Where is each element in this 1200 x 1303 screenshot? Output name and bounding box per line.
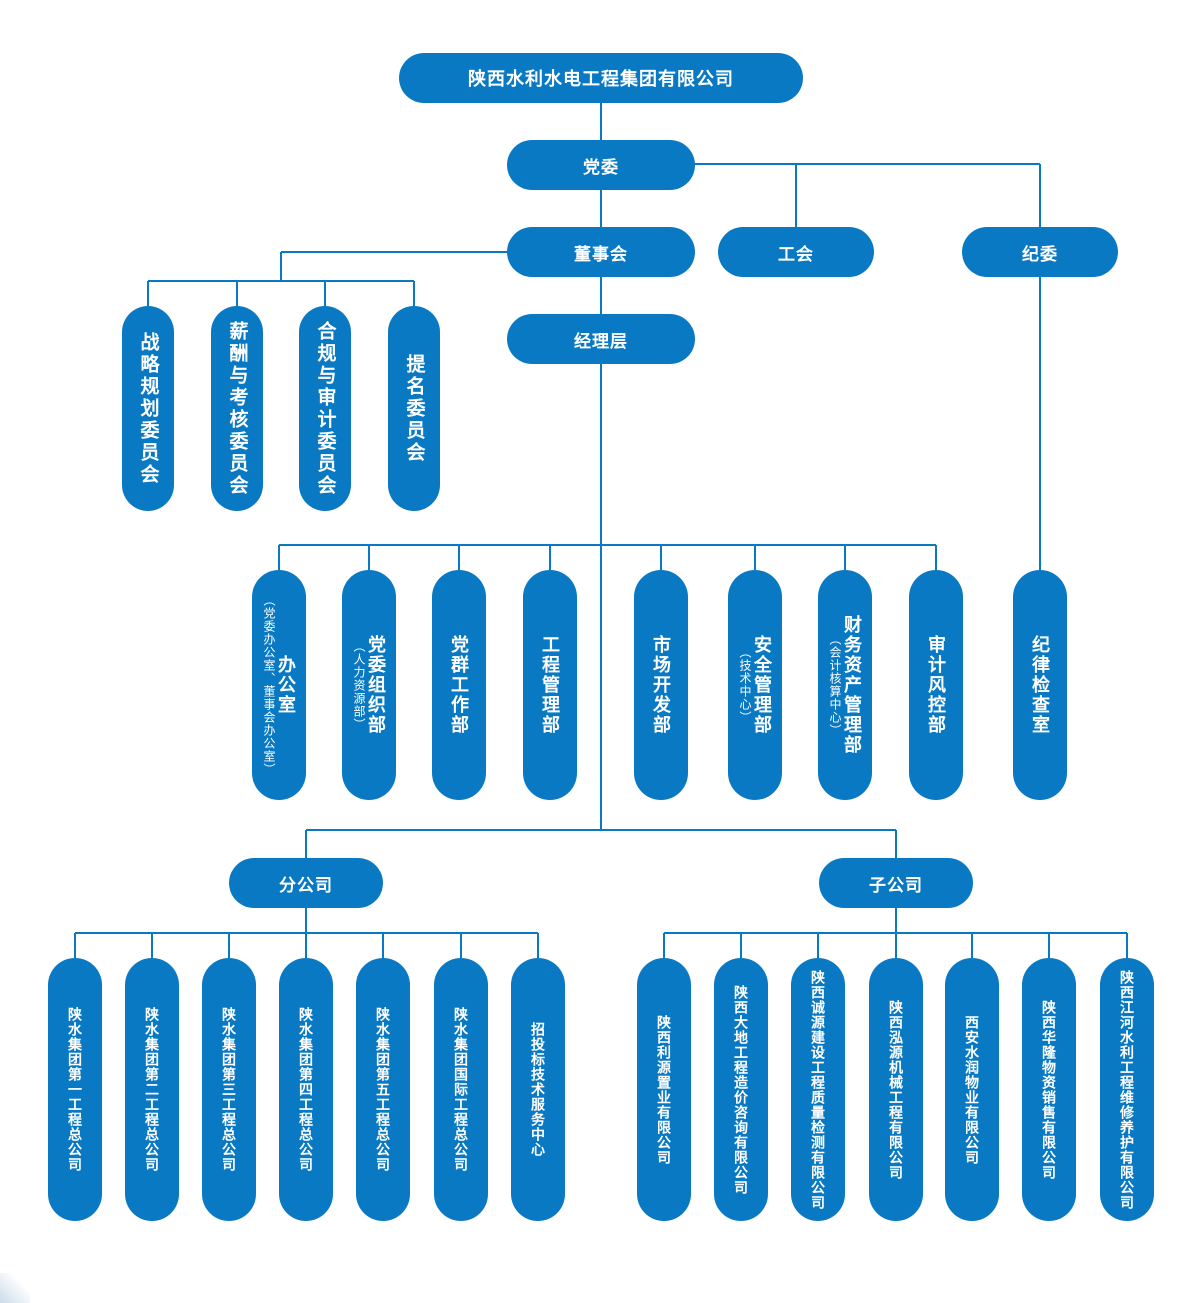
management-label: 经理层	[574, 331, 628, 351]
board-label: 董事会	[574, 244, 628, 264]
union-label: 工会	[778, 244, 814, 264]
dept-party-work: 党群工作部	[432, 570, 486, 800]
branch-item-label: 陕水集团第一工程总公司	[67, 1007, 83, 1172]
dept-name: 安全管理部	[752, 635, 772, 735]
committee-compliance: 合规与审计委员会	[299, 306, 351, 511]
dept-name: 审计风控部	[926, 635, 946, 735]
branch-item: 陕水集团第二工程总公司	[125, 958, 179, 1221]
board-box: 董事会	[507, 227, 695, 277]
subsidiary-item-label: 陕西泓源机械工程有限公司	[888, 999, 904, 1180]
branch-item-label: 陕水集团第二工程总公司	[144, 1007, 160, 1172]
dept-name: 党委组织部	[366, 635, 386, 735]
branch-item-label: 招投标技术服务中心	[530, 1022, 546, 1157]
party-committee-label: 党委	[583, 157, 619, 177]
dept-note: （技术中心）	[738, 646, 752, 724]
dept-safety: 安全管理部 （技术中心）	[728, 570, 782, 800]
branch-item-label: 陕水集团第五工程总公司	[375, 1007, 391, 1172]
committee-compensation: 薪酬与考核委员会	[211, 306, 263, 511]
discipline-office: 纪律检查室	[1013, 570, 1067, 800]
management-box: 经理层	[507, 314, 695, 364]
dept-note: （人力资源部）	[352, 639, 366, 731]
dept-engineering: 工程管理部	[523, 570, 577, 800]
party-committee-box: 党委	[507, 140, 695, 190]
company-label: 陕西水利水电工程集团有限公司	[468, 69, 734, 89]
branch-item: 招投标技术服务中心	[511, 958, 565, 1221]
dept-name: 党群工作部	[449, 635, 469, 735]
subsidiary-item: 陕西诚源建设工程质量检测有限公司	[791, 958, 845, 1221]
dept-note: （党委办公室、董事会办公室）	[262, 594, 276, 776]
committee-nomination: 提名委员会	[388, 306, 440, 511]
committee-label: 薪酬与考核委员会	[226, 320, 248, 497]
discipline-committee-label: 纪委	[1022, 244, 1058, 264]
committee-strategy: 战略规划委员会	[122, 306, 174, 511]
branch-item: 陕水集团第五工程总公司	[356, 958, 410, 1221]
subsidiary-item-label: 陕西利源置业有限公司	[656, 1014, 672, 1165]
branch-item: 陕水集团国际工程总公司	[434, 958, 488, 1221]
branch-item: 陕水集团第一工程总公司	[48, 958, 102, 1221]
subsidiary-item: 陕西大地工程造价咨询有限公司	[714, 958, 768, 1221]
subsidiary-item: 陕西泓源机械工程有限公司	[869, 958, 923, 1221]
dept-note: （会计核算中心）	[828, 633, 842, 737]
dept-audit: 审计风控部	[909, 570, 963, 800]
branch-item-label: 陕水集团第三工程总公司	[221, 1007, 237, 1172]
subsidiary-box: 子公司	[819, 858, 973, 908]
discipline-committee-box: 纪委	[962, 227, 1118, 277]
committee-label: 提名委员会	[403, 353, 425, 464]
dept-name: 办公室	[276, 655, 296, 715]
dept-name: 市场开发部	[651, 635, 671, 735]
dept-market: 市场开发部	[634, 570, 688, 800]
dept-name: 工程管理部	[540, 635, 560, 735]
company-box: 陕西水利水电工程集团有限公司	[399, 53, 803, 103]
discipline-office-label: 纪律检查室	[1030, 635, 1050, 735]
branch-item-label: 陕水集团第四工程总公司	[298, 1007, 314, 1172]
subsidiary-item: 陕西江河水利工程维修养护有限公司	[1100, 958, 1154, 1221]
subsidiary-item-label: 陕西华隆物资销售有限公司	[1041, 999, 1057, 1180]
corner-decoration	[0, 1273, 30, 1303]
subsidiary-item-label: 西安水润物业有限公司	[964, 1014, 980, 1165]
branch-item: 陕水集团第三工程总公司	[202, 958, 256, 1221]
branch-box: 分公司	[229, 858, 383, 908]
subsidiary-item-label: 陕西诚源建设工程质量检测有限公司	[810, 969, 826, 1210]
subsidiary-item: 陕西利源置业有限公司	[637, 958, 691, 1221]
branch-item-label: 陕水集团国际工程总公司	[453, 1007, 469, 1172]
subsidiary-item-label: 陕西江河水利工程维修养护有限公司	[1119, 969, 1135, 1210]
union-box: 工会	[718, 227, 874, 277]
committee-label: 战略规划委员会	[137, 331, 159, 486]
committee-label: 合规与审计委员会	[314, 320, 336, 497]
dept-office: 办公室 （党委办公室、董事会办公室）	[252, 570, 306, 800]
subsidiary-label: 子公司	[869, 875, 923, 895]
branch-label: 分公司	[279, 875, 333, 895]
subsidiary-item: 西安水润物业有限公司	[945, 958, 999, 1221]
dept-name: 财务资产管理部	[842, 615, 862, 755]
subsidiary-item: 陕西华隆物资销售有限公司	[1022, 958, 1076, 1221]
branch-item: 陕水集团第四工程总公司	[279, 958, 333, 1221]
subsidiary-item-label: 陕西大地工程造价咨询有限公司	[733, 984, 749, 1195]
dept-organization: 党委组织部 （人力资源部）	[342, 570, 396, 800]
dept-finance: 财务资产管理部 （会计核算中心）	[818, 570, 872, 800]
